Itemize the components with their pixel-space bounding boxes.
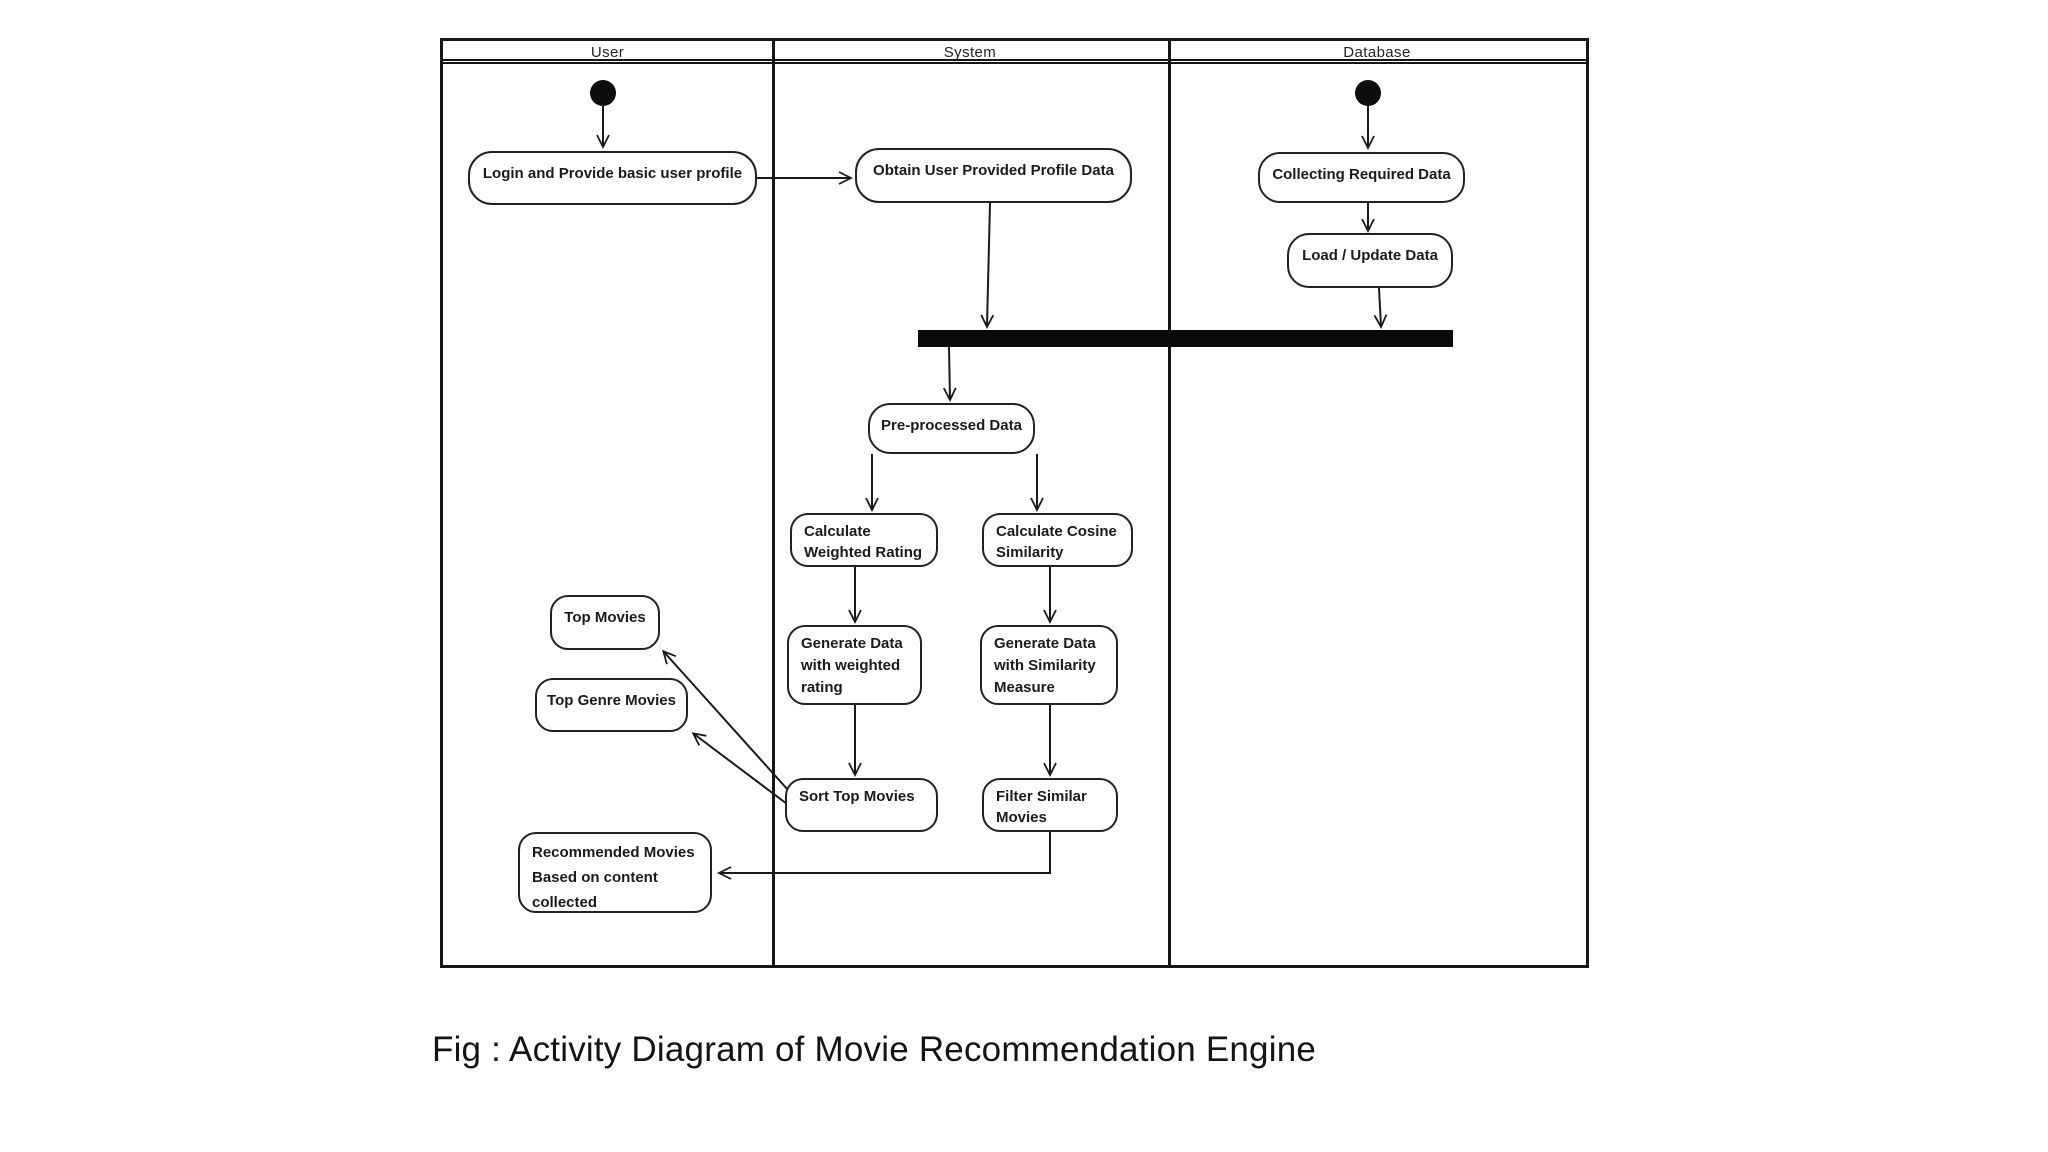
node-label-line: with weighted <box>801 657 901 674</box>
node-label-line: Calculate Cosine <box>996 523 1117 540</box>
action-sort-top-movies: Sort Top Movies <box>785 778 938 832</box>
node-label-line: with Similarity <box>994 657 1096 674</box>
action-top-genre-movies: Top Genre Movies <box>535 678 688 732</box>
node-label-line: Movies <box>996 809 1047 826</box>
action-load-update-data: Load / Update Data <box>1287 233 1453 288</box>
action-generate-data-similarity-measure: Generate Data with Similarity Measure <box>980 625 1118 705</box>
action-recommended-movies: Recommended Movies Based on content coll… <box>518 832 712 913</box>
node-label-line: rating <box>801 679 843 696</box>
lane-divider-system-database <box>1168 38 1171 968</box>
action-filter-similar-movies: Filter Similar Movies <box>982 778 1118 832</box>
node-label-line: Generate Data <box>994 635 1096 652</box>
swimlane-frame <box>440 38 1589 968</box>
node-label-line: Similarity <box>996 544 1064 561</box>
node-label-line: Based on content <box>532 869 658 886</box>
node-label-line: Filter Similar <box>996 788 1087 805</box>
action-collecting-required-data: Collecting Required Data <box>1258 152 1465 203</box>
action-generate-data-weighted-rating: Generate Data with weighted rating <box>787 625 922 705</box>
node-label-line: collected <box>532 894 598 911</box>
lane-header-row <box>440 38 1589 64</box>
lane-header-database: Database <box>1343 43 1411 61</box>
node-label-line: Recommended Movies <box>532 844 695 861</box>
node-label-line: Generate Data <box>801 635 903 652</box>
action-calculate-cosine-similarity: Calculate Cosine Similarity <box>982 513 1133 567</box>
lane-divider-user-system <box>772 38 775 968</box>
lane-header-user: User <box>590 43 625 61</box>
lane-header-system: System <box>943 43 997 61</box>
action-preprocessed-data: Pre-processed Data <box>868 403 1035 454</box>
action-obtain-profile-data: Obtain User Provided Profile Data <box>855 148 1132 203</box>
action-login-provide-profile: Login and Provide basic user profile <box>468 151 757 205</box>
node-label-line: Calculate <box>804 523 871 540</box>
node-label-line: Measure <box>994 679 1055 696</box>
action-calculate-weighted-rating: Calculate Weighted Rating <box>790 513 938 567</box>
figure-caption: Fig : Activity Diagram of Movie Recommen… <box>432 1030 1317 1069</box>
action-top-movies: Top Movies <box>550 595 660 650</box>
node-label-line: Weighted Rating <box>804 544 923 561</box>
